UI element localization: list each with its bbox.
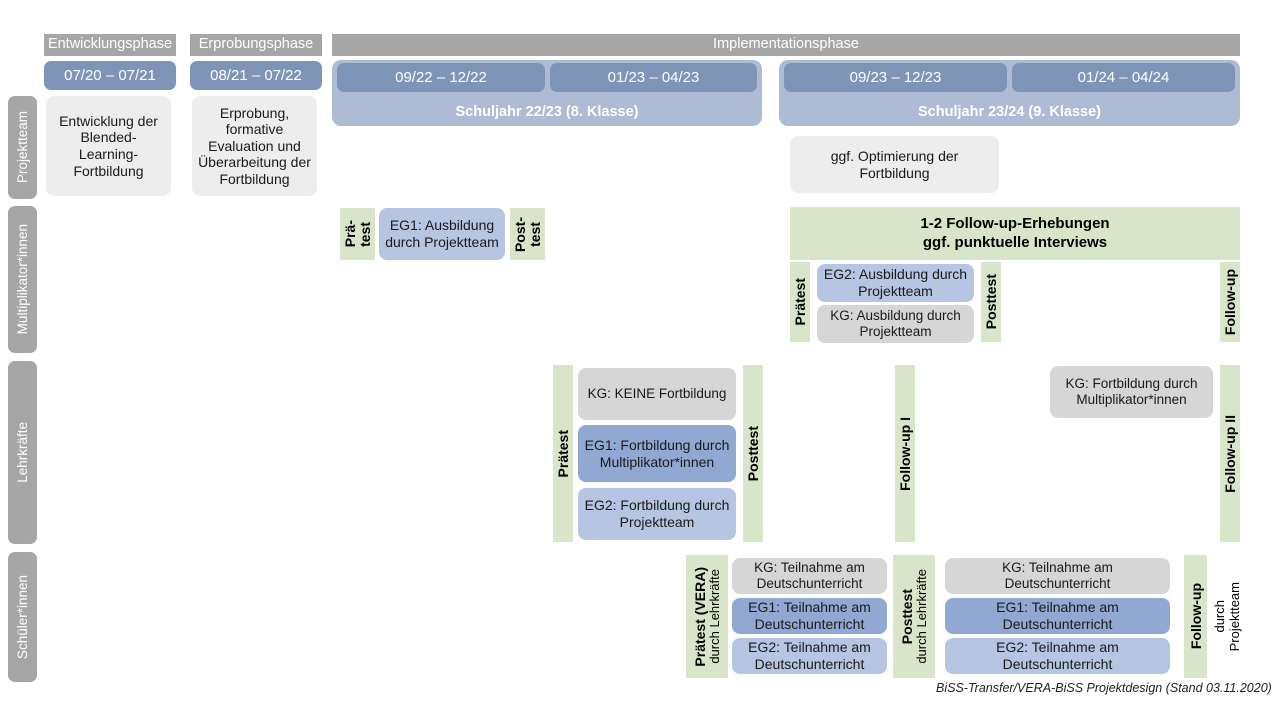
period-label: 01/23 – 04/23 (607, 68, 700, 86)
multiplikatoren-eg1-box: EG1: Ausbildung durch Projektteam (379, 208, 505, 260)
period-pill-0922-1222: 09/22 – 12/22 (337, 63, 545, 92)
praetest-text: Prätest (792, 278, 808, 326)
followup-band-line1: 1-2 Follow-up-Erhebungen (920, 214, 1110, 232)
followup2-text: Follow-up II (1222, 414, 1238, 493)
box-text: EG2: Fortbildung durch Projektteam (584, 497, 730, 530)
period-pill-0923-1223: 09/23 – 12/23 (784, 63, 1007, 92)
praetest-main-text: Prätest (VERA) (692, 566, 708, 667)
followup-text: Follow-up (1222, 268, 1238, 336)
period-label: 09/23 – 12/23 (849, 68, 942, 86)
school-year-2223-container: 09/22 – 12/22 01/23 – 04/23 Schuljahr 22… (332, 60, 762, 126)
box-text: ggf. Optimierung der Fortbildung (830, 147, 959, 181)
role-label-lehrkraefte: Lehrkräfte (8, 361, 37, 544)
multiplikatoren-kg-box: KG: Ausbildung durch Projektteam (817, 305, 974, 343)
followup1-text: Follow-up I (897, 416, 913, 491)
phase-label: Implementationsphase (713, 36, 859, 53)
posttest-main-text: Posttest (899, 588, 915, 645)
praetest-text: Prätest (555, 429, 571, 478)
lehrkraefte-eg2-box: EG2: Fortbildung durch Projektteam (578, 488, 736, 540)
lehrkraefte-kg-keine-box: KG: KEINE Fortbildung (578, 368, 736, 420)
phase-label: Entwicklungsphase (47, 36, 173, 53)
multiplikatoren-eg2-box: EG2: Ausbildung durch Projektteam (817, 264, 974, 302)
period-pill-0821-0722: 08/21 – 07/22 (190, 61, 322, 90)
followup-band-text: 1-2 Follow-up-Erhebungen ggf. punktuelle… (920, 215, 1109, 253)
projektteam-entwicklung-box: Entwicklung der Blended-Learning-Fortbil… (46, 96, 171, 196)
praetest-line2: test (357, 221, 373, 247)
posttest-text: Posttest (983, 274, 999, 330)
box-text: EG1: Fortbildung durch Multiplikator*inn… (584, 436, 730, 470)
role-text: Projektteam (14, 111, 30, 184)
box-text: EG2: Ausbildung durch Projektteam (823, 266, 968, 299)
multiplikatoren-posttest-1-bar: Post- test (510, 208, 545, 260)
school-year-2324-container: 09/23 – 12/23 01/24 – 04/24 Schuljahr 23… (779, 60, 1240, 126)
role-text: Schüler*innen (14, 574, 30, 660)
phase-header-implementationsphase: Implementationsphase (332, 34, 1240, 56)
schueler-kg-box-2: KG: Teilnahme am Deutschunterricht (945, 558, 1170, 594)
role-label-schuelerinnen: Schüler*innen (8, 552, 37, 682)
followup-main-text: Follow-up (1187, 583, 1204, 650)
box-text: EG1: Teilnahme am Deutschunterricht (996, 599, 1119, 632)
posttest-sub-text: durch Lehrkräfte (914, 569, 929, 664)
followup-sub2-text: Projektteam (1227, 581, 1242, 652)
school-year-label: Schuljahr 23/24 (9. Klasse) (918, 104, 1101, 120)
period-pill-0124-0424: 01/24 – 04/24 (1012, 63, 1235, 92)
box-text: KG: Fortbildung durch Multiplikator*inne… (1065, 376, 1198, 407)
schueler-eg1-box-1: EG1: Teilnahme am Deutschunterricht (732, 598, 887, 634)
lehrkraefte-followup2-bar: Follow-up II (1220, 365, 1240, 542)
multiplikatoren-followup-bar: Follow-up (1220, 262, 1240, 342)
schueler-followup-bar: Follow-up (1184, 555, 1207, 678)
box-text: KG: Teilnahme am Deutschunterricht (754, 560, 865, 591)
period-label: 08/21 – 07/22 (210, 66, 302, 84)
phase-label: Erprobungsphase (198, 36, 314, 53)
lehrkraefte-eg1-box: EG1: Fortbildung durch Multiplikator*inn… (578, 425, 736, 482)
posttest-line1: Post- (512, 216, 528, 252)
projektteam-optimierung-box: ggf. Optimierung der Fortbildung (790, 136, 999, 193)
role-text: Multiplikator*innen (14, 224, 30, 335)
posttest-text: Posttest (745, 425, 761, 482)
phase-header-erprobungsphase: Erprobungsphase (190, 34, 322, 56)
lehrkraefte-praetest-bar: Prätest (553, 365, 573, 542)
period-label: 09/22 – 12/22 (395, 68, 487, 86)
praetest-sub-text: durch Lehrkräfte (707, 569, 722, 664)
school-year-label: Schuljahr 22/23 (8. Klasse) (455, 104, 639, 120)
posttest-line2: test (527, 221, 543, 247)
schueler-kg-box-1: KG: Teilnahme am Deutschunterricht (732, 558, 887, 594)
multiplikatoren-followup-band: 1-2 Follow-up-Erhebungen ggf. punktuelle… (790, 207, 1240, 260)
box-text: EG1: Ausbildung durch Projektteam (385, 217, 499, 250)
schueler-eg1-box-2: EG1: Teilnahme am Deutschunterricht (945, 598, 1170, 634)
schueler-eg2-box-1: EG2: Teilnahme am Deutschunterricht (732, 638, 887, 674)
role-text: Lehrkräfte (14, 422, 30, 483)
box-text: Erprobung, formative Evaluation und Über… (198, 104, 311, 187)
period-pill-0123-0423: 01/23 – 04/23 (550, 63, 757, 92)
phase-header-entwicklungsphase: Entwicklungsphase (44, 34, 176, 56)
multiplikatoren-praetest-1-bar: Prä- test (340, 208, 375, 260)
box-text: KG: Ausbildung durch Projektteam (830, 308, 961, 339)
projektteam-erprobung-box: Erprobung, formative Evaluation und Über… (192, 96, 317, 196)
box-text: KG: Teilnahme am Deutschunterricht (1002, 560, 1113, 591)
schueler-praetest-bar: Prätest (VERA) durch Lehrkräfte (686, 555, 728, 678)
lehrkraefte-followup1-bar: Follow-up I (895, 365, 915, 542)
box-text: KG: KEINE Fortbildung (587, 386, 727, 402)
box-text: EG2: Teilnahme am Deutschunterricht (996, 639, 1119, 672)
box-text: EG2: Teilnahme am Deutschunterricht (748, 639, 871, 672)
lehrkraefte-kg-fortbildung-box: KG: Fortbildung durch Multiplikator*inne… (1050, 366, 1213, 418)
followup-sub1-text: durch (1212, 600, 1227, 633)
schueler-posttest-bar: Posttest durch Lehrkräfte (893, 555, 935, 678)
schueler-followup-sublabels: durch Projektteam (1207, 555, 1247, 678)
followup-band-line2: ggf. punktuelle Interviews (922, 233, 1108, 251)
praetest-line1: Prä- (342, 220, 358, 248)
period-label: 07/20 – 07/21 (64, 66, 156, 84)
role-label-projektteam: Projektteam (8, 96, 37, 199)
period-pill-0720-0721: 07/20 – 07/21 (44, 61, 176, 90)
period-label: 01/24 – 04/24 (1077, 68, 1170, 86)
role-label-multiplikatoren: Multiplikator*innen (8, 206, 37, 353)
lehrkraefte-posttest-bar: Posttest (743, 365, 763, 542)
schueler-eg2-box-2: EG2: Teilnahme am Deutschunterricht (945, 638, 1170, 674)
box-text: Entwicklung der Blended-Learning-Fortbil… (59, 112, 158, 179)
box-text: EG1: Teilnahme am Deutschunterricht (748, 599, 871, 632)
multiplikatoren-posttest-2-bar: Posttest (981, 262, 1001, 342)
multiplikatoren-praetest-2-bar: Prätest (790, 262, 810, 342)
footer-caption: BiSS-Transfer/VERA-BiSS Projektdesign (S… (936, 681, 1272, 695)
